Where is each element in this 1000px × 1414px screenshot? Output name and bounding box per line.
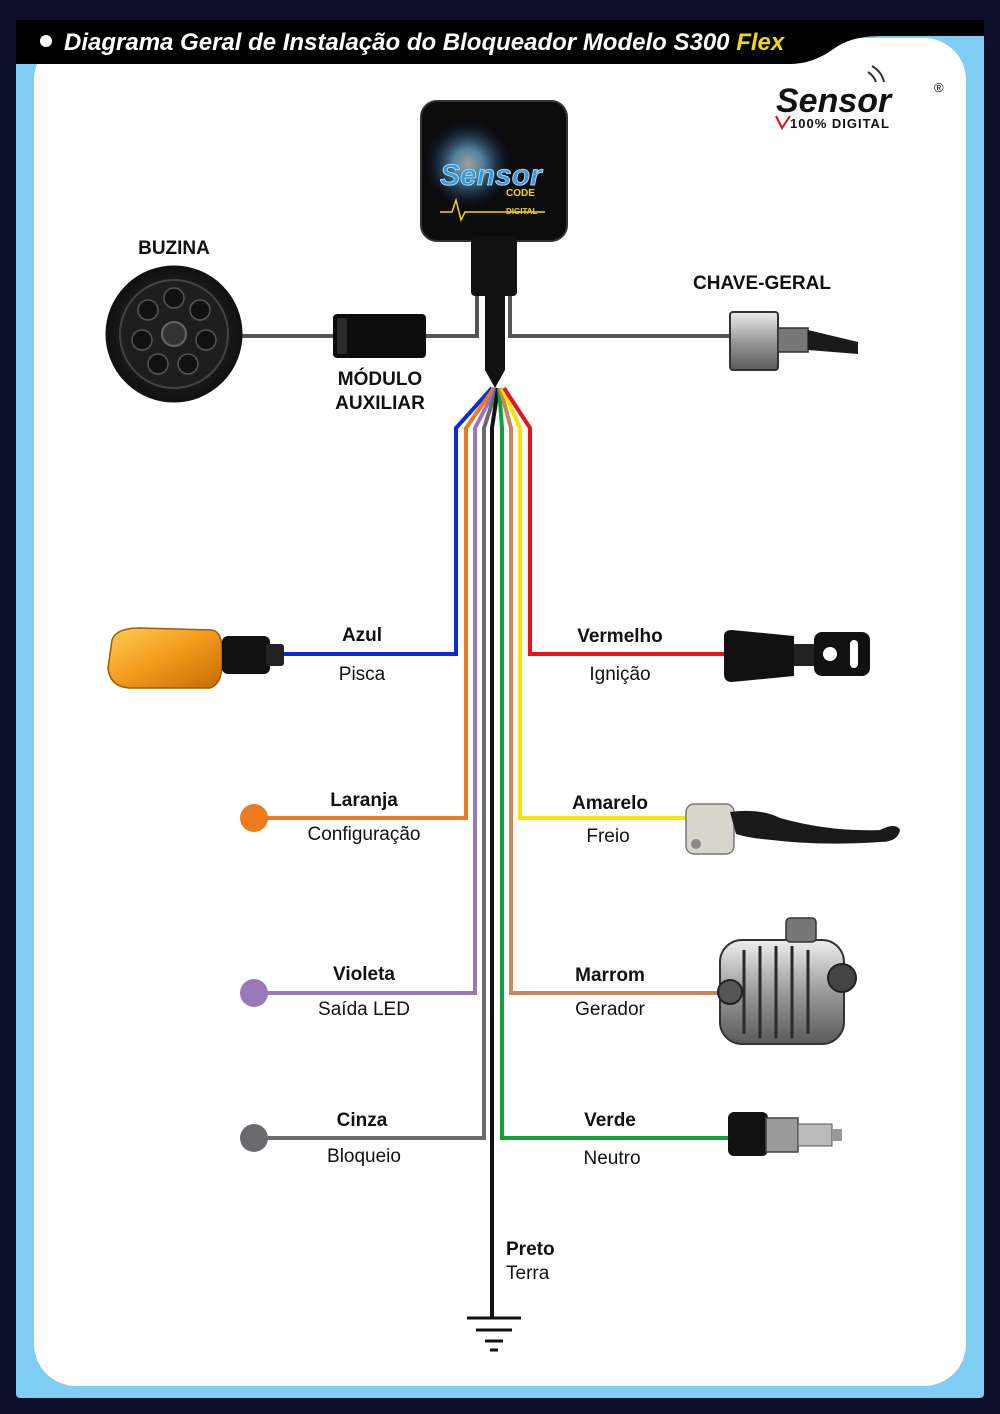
wire-labels: Azul Pisca Laranja Configuração Violeta … [307, 625, 662, 1284]
toggle-switch-lever [808, 330, 858, 354]
brake-lever-component [685, 803, 900, 855]
wire-color-label: Cinza [337, 1110, 388, 1131]
switch-cable [508, 296, 730, 338]
wire-color-label: Marrom [575, 965, 645, 986]
horn-component: BUZINA [105, 238, 243, 403]
ignition-neck [794, 644, 816, 666]
turn-signal-stem [266, 644, 284, 666]
aux-module-label-1: MÓDULO [338, 368, 422, 390]
alternator-pulley [827, 963, 857, 993]
brand-logo-name: Sensor [776, 82, 893, 120]
main-harness [485, 296, 505, 388]
neutral-sensor-thread [797, 1123, 833, 1147]
title-main: Diagrama Geral de Instalação do Bloquead… [64, 29, 730, 56]
brake-lever-icon [730, 810, 900, 844]
wire-function-label: Gerador [575, 999, 645, 1020]
wire-orange [255, 386, 496, 820]
wire-function-label: Configuração [307, 824, 420, 845]
brand-logo-pulse [775, 115, 791, 130]
terminal-gray [240, 1124, 268, 1152]
wire-color-label: Violeta [333, 964, 395, 985]
neutral-sensor-tip [832, 1129, 842, 1141]
wire-function-label: Terra [506, 1263, 550, 1284]
ignition-switch-icon [724, 630, 794, 682]
sensor-module: Sensor CODE DIGITAL [420, 100, 568, 296]
title-bullet [40, 35, 52, 47]
wire-violet [255, 387, 498, 995]
wire-function-label: Neutro [583, 1148, 640, 1169]
wire-brown [498, 387, 724, 995]
turn-signal-component [107, 627, 284, 689]
main-switch-component: CHAVE-GERAL [693, 273, 858, 371]
wire-color-label: Amarelo [572, 793, 648, 814]
ignition-component [724, 630, 870, 682]
toggle-switch-icon [729, 311, 779, 371]
wire-function-label: Pisca [339, 664, 386, 685]
aux-module-component: MÓDULO AUXILIAR [333, 314, 426, 414]
wire-color-label: Laranja [330, 790, 398, 811]
turn-signal-base [222, 636, 270, 674]
terminal-orange [240, 804, 268, 832]
wire-function-label: Saída LED [318, 999, 410, 1020]
module-pulse-icon [440, 197, 545, 223]
wire-green [497, 387, 730, 1140]
turn-signal-icon [107, 627, 223, 689]
module-connector [471, 236, 517, 296]
signal-icon [867, 65, 885, 83]
key-hole [823, 647, 837, 661]
alternator-terminal [717, 979, 743, 1005]
wire-black [490, 387, 500, 1318]
neutral-sensor-hex [765, 1117, 799, 1153]
brake-lever-bolt [691, 839, 701, 849]
neutral-sensor-component [728, 1112, 842, 1156]
alternator-mount [785, 917, 817, 943]
module-badge: DIGITAL [506, 207, 538, 216]
wire-blue [282, 386, 494, 656]
title-text: Diagrama Geral de Instalação do Bloquead… [64, 29, 786, 56]
module-brand: Sensor [440, 159, 544, 192]
connector-cables [240, 296, 730, 388]
key-icon [814, 632, 870, 676]
wire-gray [255, 387, 499, 1140]
module-glow [424, 120, 512, 208]
wire-function-label: Freio [586, 826, 629, 847]
neutral-sensor-icon [728, 1112, 768, 1156]
aux-module-label-2: AUXILIAR [335, 393, 425, 414]
title-highlight: Flex [736, 29, 786, 56]
module-sub: CODE [506, 188, 535, 199]
wire-color-label: Verde [584, 1110, 636, 1131]
aux-module-icon [333, 314, 426, 358]
wire-color-label: Azul [342, 625, 382, 646]
registered-mark: ® [934, 80, 944, 95]
brand-logo-tagline: 100% DIGITAL [790, 116, 890, 131]
wire-function-label: Bloqueio [327, 1146, 401, 1167]
title-banner [16, 20, 984, 64]
alternator-component [717, 917, 857, 1045]
terminal-violet [240, 979, 268, 1007]
aux-cable [426, 296, 479, 338]
wire-color-label: Vermelho [577, 626, 663, 647]
horn-label: BUZINA [138, 238, 210, 259]
aux-module-cap [337, 318, 347, 354]
wire-function-label: Ignição [589, 664, 650, 685]
wire-yellow [500, 387, 690, 820]
horn-center [161, 321, 187, 347]
ground-icon [467, 1316, 521, 1352]
wire-color-label: Preto [506, 1239, 555, 1260]
wire-red [502, 386, 724, 656]
toggle-switch-thread [777, 327, 809, 353]
brand-logo: Sensor 100% DIGITAL ® [775, 65, 944, 131]
wire-harness [255, 386, 730, 1318]
main-switch-label: CHAVE-GERAL [693, 273, 831, 294]
key-slot [850, 640, 858, 668]
